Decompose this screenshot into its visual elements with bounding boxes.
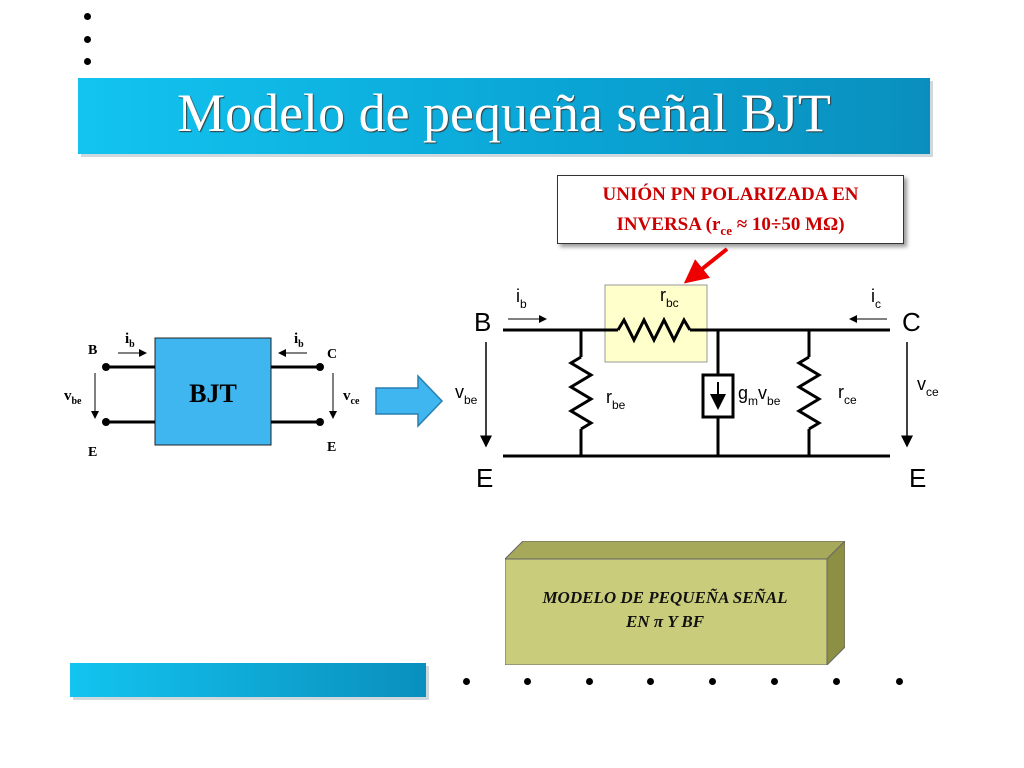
label-rbc: rbc [660,285,679,310]
decor-dot [709,678,716,685]
model-box [505,541,845,665]
decor-dot [896,678,903,685]
bjt-ib-left: ib [125,331,135,350]
callout-box: UNIÓN PN POLARIZADA EN INVERSA (rce ≈ 10… [557,175,904,244]
decor-dot [647,678,654,685]
bjt-label: BJT [189,379,237,408]
decor-dot [84,58,91,65]
decor-dot [586,678,593,685]
bjt-terminal-e-left: E [88,445,97,460]
title-bar: Modelo de pequeña señal BJT [78,78,930,154]
decor-dot [84,36,91,43]
decor-dot [771,678,778,685]
node-b: B [474,307,491,337]
decor-dot [524,678,531,685]
label-vce: vce [917,374,939,399]
node-e-left: E [476,463,493,493]
node-e-right: E [909,463,926,493]
label-rce: rce [838,382,857,407]
bjt-vbe: vbe [64,388,82,407]
model-line1: MODELO DE PEQUEÑA SEÑAL [542,588,788,607]
label-ic: ic [871,286,881,311]
resistor-rce [796,355,822,431]
slide-title: Modelo de pequeña señal BJT [177,83,831,143]
decor-dot [833,678,840,685]
model-line2: EN π Y BF [625,612,705,631]
decor-dot [84,13,91,20]
node-c: C [902,307,921,337]
bottom-decor-bar [70,663,426,697]
bjt-terminal-e-right: E [327,440,336,455]
transform-arrow [375,374,444,428]
resistor-rbc [616,316,692,344]
model-box-text: MODELO DE PEQUEÑA SEÑAL EN π Y BF [505,586,825,634]
bjt-ib-right: ib [294,331,304,350]
resistor-rbe [568,355,594,431]
bjt-terminal-c: C [327,347,337,362]
callout-line2: INVERSA (rce ≈ 10÷50 MΩ) [616,214,845,238]
label-ib: ib [516,286,527,311]
label-rbe: rbe [606,387,626,412]
callout-arrow [683,247,729,284]
label-vbe: vbe [455,382,478,407]
bjt-box [154,337,272,446]
decor-dot [463,678,470,685]
label-gm-vbe: gmvbe [738,383,781,408]
bjt-terminal-b: B [88,343,97,358]
callout-line1: UNIÓN PN POLARIZADA EN [602,184,859,205]
bjt-vce: vce [343,388,360,407]
